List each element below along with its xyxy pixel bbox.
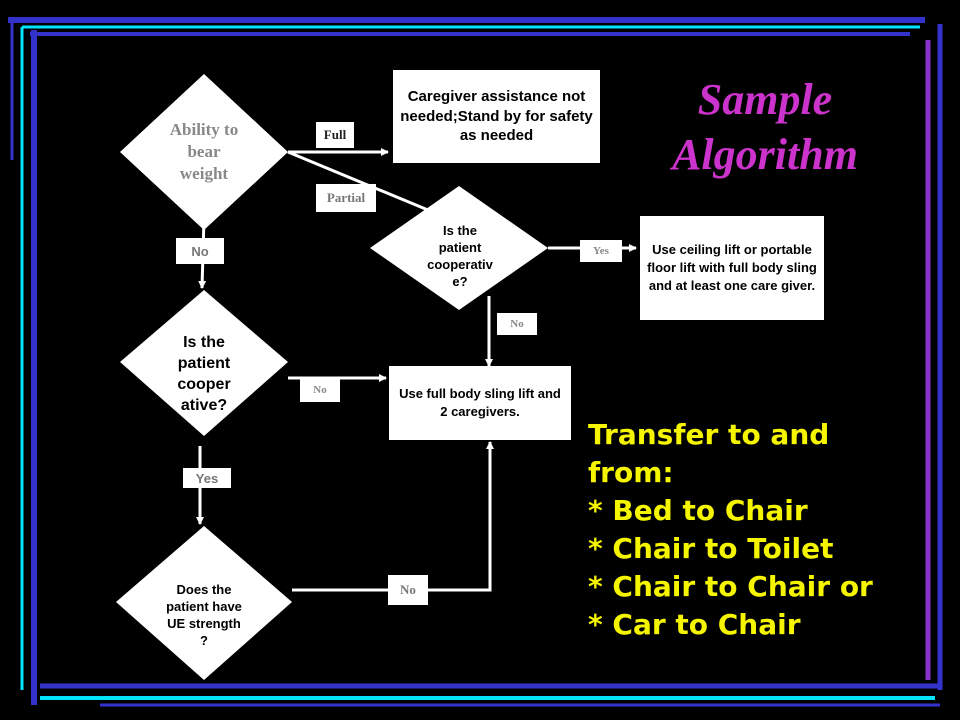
- edge-label-yes-top: Yes: [580, 240, 622, 262]
- slide-title-line-2: Algorithm: [672, 130, 858, 179]
- decision-diamond-coop-top: [370, 186, 548, 310]
- transfer-item: * Chair to Toilet: [588, 532, 834, 565]
- slide-title-line-1: Sample: [697, 75, 833, 124]
- edge-label-no-top: No: [497, 313, 537, 335]
- transfer-heading-line-2: from:: [588, 456, 674, 489]
- transfer-item: * Car to Chair: [588, 608, 801, 641]
- edge-label-partial: Partial: [316, 184, 376, 212]
- transfer-heading-line-1: Transfer to and: [588, 418, 830, 451]
- decision-diamond-coop-left: [120, 290, 288, 436]
- action-box-ceiling-lift: Use ceiling lift or portable floor lift …: [640, 216, 824, 320]
- decision-text-coop-top: Is the patient cooperativ e?: [427, 223, 493, 289]
- decision-diamond-ue-strength: [116, 526, 292, 680]
- transfer-item: * Bed to Chair: [588, 494, 808, 527]
- decision-text-bear-weight: Ability to bear weight: [169, 119, 239, 184]
- slide-title: Sample Algorithm: [640, 72, 890, 182]
- edge-label-no-weight: No: [176, 238, 224, 264]
- decision-diamond-bear-weight: [120, 74, 288, 230]
- edge-label-no-left: No: [300, 378, 340, 402]
- edge-label-full: Full: [316, 122, 354, 148]
- edge-label-no-ue: No: [388, 575, 428, 605]
- transfer-list: Transfer to and from: * Bed to Chair * C…: [588, 416, 873, 644]
- transfer-item: * Chair to Chair or: [588, 570, 873, 603]
- action-box-no-assist: Caregiver assistance not needed;Stand by…: [393, 70, 600, 163]
- decision-text-coop-left: Is the patient cooper ative?: [177, 334, 231, 414]
- arrow-partial: [287, 150, 441, 217]
- decision-text-ue-strength: Does the patient have UE strength ?: [166, 582, 242, 648]
- arrow-no-ue: [292, 441, 494, 592]
- edge-label-yes-left: Yes: [183, 468, 231, 488]
- action-box-full-sling: Use full body sling lift and 2 caregiver…: [389, 366, 571, 440]
